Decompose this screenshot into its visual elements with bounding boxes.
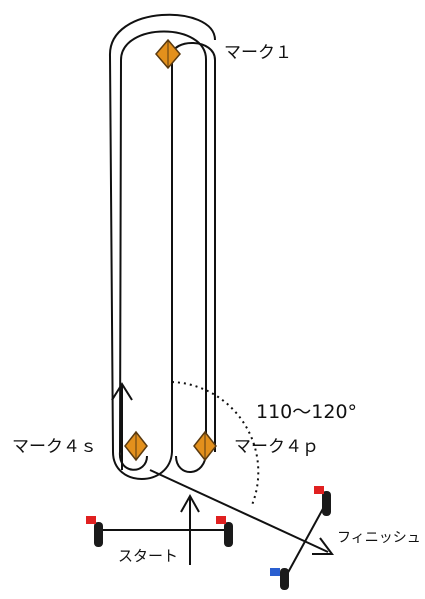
finish-boat-bottom-icon	[270, 568, 289, 590]
finish-line	[284, 504, 326, 579]
upwind-arrow-head	[111, 382, 133, 401]
start-label: スタート	[118, 547, 178, 565]
mark-1-label: マーク１	[224, 43, 292, 63]
finish-label: フィニッシュ	[337, 530, 421, 546]
start-boat-right-icon	[216, 516, 233, 547]
finish-arrow-head	[312, 537, 334, 555]
angle-arc	[171, 381, 260, 506]
start-arrow-head	[180, 493, 200, 513]
mark-1-buoy-icon	[155, 38, 181, 70]
finish-boat-top-icon	[314, 486, 331, 516]
mark-4p-buoy-icon	[193, 430, 217, 462]
mark-4p-label: マーク４ｐ	[234, 437, 319, 457]
mark-4s-buoy-icon	[124, 430, 148, 462]
inner-course-track	[118, 30, 208, 473]
start-boat-left-icon	[86, 516, 103, 547]
angle-label: 110～120°	[256, 401, 357, 423]
mark-4s-label: マーク４ｓ	[12, 437, 97, 457]
outer-course-track	[108, 13, 216, 480]
finish-leg-line	[149, 469, 329, 553]
